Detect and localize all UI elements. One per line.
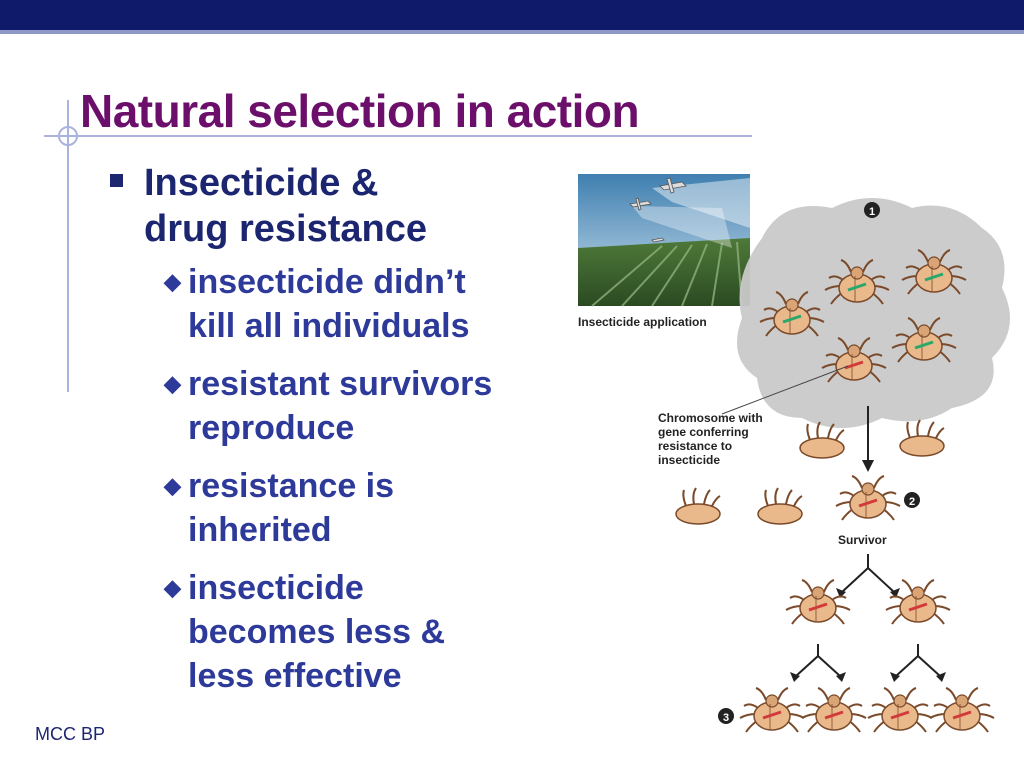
beetle-icon bbox=[785, 579, 851, 625]
bullet-content: Insecticide & drug resistance ◆ insectic… bbox=[110, 160, 580, 712]
sub-bullet: ◆ insecticide didn’t kill all individual… bbox=[110, 260, 580, 348]
dead-beetle-icon bbox=[757, 487, 803, 525]
decor-horizontal-line bbox=[44, 135, 752, 137]
arrow-head-icon bbox=[862, 460, 874, 472]
top-bar bbox=[0, 0, 1024, 30]
diamond-bullet-icon: ◆ bbox=[164, 371, 181, 396]
step-number: 1 bbox=[869, 206, 875, 218]
sub-bullet: ◆ resistant survivors reproduce bbox=[110, 362, 580, 450]
slide-title: Natural selection in action bbox=[80, 85, 640, 137]
footer-text: MCC BP bbox=[35, 724, 106, 744]
chromosome-label-line: gene conferring bbox=[658, 425, 749, 439]
gene-normal-mark bbox=[847, 282, 867, 292]
survivor-label: Survivor bbox=[838, 533, 887, 547]
gene-normal-mark bbox=[924, 272, 944, 282]
sub-bullet-line: resistant survivors bbox=[188, 365, 493, 403]
diamond-bullet-icon: ◆ bbox=[164, 575, 181, 600]
arrow-head-icon bbox=[890, 588, 900, 598]
dead-beetle-icon bbox=[675, 487, 721, 525]
dead-beetle-icon bbox=[899, 419, 945, 457]
chromosome-label-line: resistance to bbox=[658, 439, 732, 453]
gene-resistant-mark bbox=[908, 602, 928, 612]
top-bar-accent bbox=[0, 30, 1024, 34]
gene-resistant-mark bbox=[844, 360, 864, 370]
beetle-icon bbox=[929, 687, 995, 733]
beetle-icon bbox=[885, 579, 951, 625]
chromosome-label-line: Chromosome with bbox=[658, 411, 763, 425]
main-bullet: Insecticide & drug resistance bbox=[110, 160, 580, 252]
square-bullet-icon bbox=[110, 174, 123, 187]
resistance-figure: Insecticide application 1 Chromosome wit… bbox=[578, 174, 1010, 733]
insecticide-photo bbox=[578, 174, 750, 307]
step-marker-3 bbox=[718, 708, 734, 724]
spray-cloud bbox=[737, 198, 1010, 428]
photo-label: Insecticide application bbox=[578, 315, 707, 329]
diamond-bullet-icon: ◆ bbox=[164, 269, 181, 294]
branch-arrows bbox=[795, 644, 941, 677]
gene-resistant-mark bbox=[762, 710, 782, 720]
sub-bullet-line: insecticide bbox=[188, 569, 364, 607]
gene-resistant-mark bbox=[824, 710, 844, 720]
diamond-bullet-icon: ◆ bbox=[164, 473, 181, 498]
gene-resistant-mark bbox=[890, 710, 910, 720]
survivor-beetle-icon bbox=[835, 475, 901, 521]
sub-bullet-line: resistance is bbox=[188, 467, 395, 505]
chromosome-label-line: insecticide bbox=[658, 453, 720, 467]
sub-bullet-list: ◆ insecticide didn’t kill all individual… bbox=[110, 260, 580, 698]
sub-bullet-line: inherited bbox=[188, 511, 332, 549]
sub-bullet-line: reproduce bbox=[188, 409, 355, 447]
step-number: 3 bbox=[723, 712, 729, 724]
gene-resistant-mark bbox=[808, 602, 828, 612]
step-marker-2 bbox=[904, 492, 920, 508]
arrow-head-icon bbox=[890, 672, 900, 682]
beetle-icon bbox=[867, 687, 933, 733]
sub-bullet-line: kill all individuals bbox=[188, 307, 470, 345]
arrow-head-icon bbox=[790, 672, 800, 682]
arrow-head-icon bbox=[836, 588, 846, 598]
beetle-icon bbox=[739, 687, 805, 733]
chromosome-label: Chromosome with gene conferring resistan… bbox=[658, 411, 766, 467]
main-bullet-line: drug resistance bbox=[144, 208, 427, 250]
step-number: 2 bbox=[909, 496, 915, 508]
step-marker-1 bbox=[864, 202, 880, 218]
decor-vertical-line bbox=[67, 100, 69, 392]
beetle-icon bbox=[801, 687, 867, 733]
gene-normal-mark bbox=[782, 314, 802, 324]
sub-bullet-line: insecticide didn’t bbox=[188, 263, 466, 301]
sub-bullet-line: becomes less & bbox=[188, 613, 446, 651]
sub-bullet-line: less effective bbox=[188, 657, 402, 695]
gene-resistant-mark bbox=[858, 498, 878, 508]
main-bullet-line: Insecticide & bbox=[144, 162, 379, 204]
arrow-head-icon bbox=[836, 672, 846, 682]
branch-arrows bbox=[841, 554, 895, 593]
arrow-head-icon bbox=[936, 672, 946, 682]
sub-bullet: ◆ insecticide becomes less & less effect… bbox=[110, 566, 580, 698]
sub-bullet: ◆ resistance is inherited bbox=[110, 464, 580, 552]
decor-circle bbox=[58, 126, 78, 146]
gene-normal-mark bbox=[914, 340, 934, 350]
pointer-line bbox=[721, 365, 849, 415]
gene-resistant-mark bbox=[952, 710, 972, 720]
